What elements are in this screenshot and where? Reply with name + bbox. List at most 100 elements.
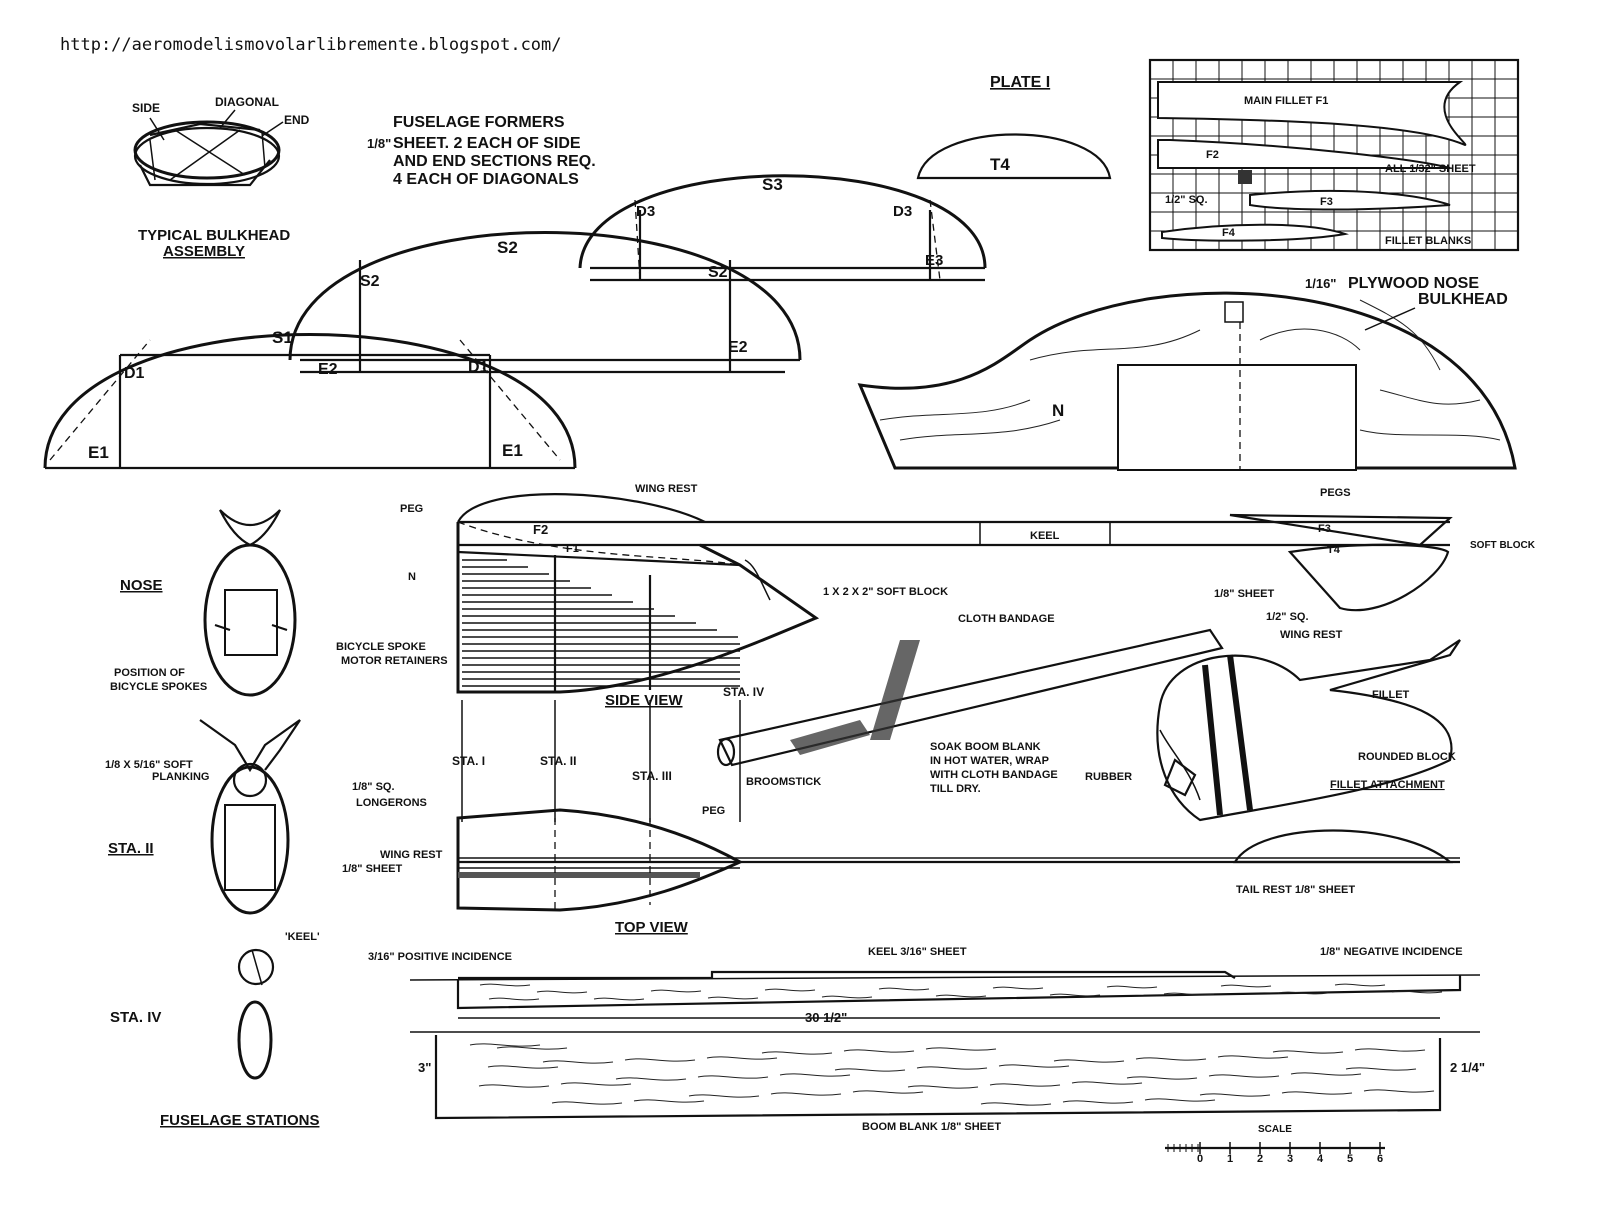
side-soft-block-label: SOFT BLOCK (1470, 540, 1536, 551)
former-arcs (43, 174, 987, 470)
formers-note: FUSELAGE FORMERS 1/8" SHEET. 2 EACH OF S… (367, 114, 596, 188)
former-e1-right: E1 (502, 441, 523, 460)
top-view: PEG WING REST 1/8" SHEET TAIL REST 1/8" … (342, 805, 1460, 936)
bulkhead-end-label: END (284, 113, 310, 127)
formers-line-2: AND END SECTIONS REQ. (393, 153, 596, 170)
longerons-label-1: 1/8" SQ. (352, 781, 395, 793)
station-keel-label: 'KEEL' (285, 931, 320, 943)
sta-3-label: STA. III (632, 769, 672, 783)
fillet-f3-label: F3 (1320, 196, 1333, 208)
bulkhead-side-label: SIDE (132, 101, 160, 115)
station-spokes-label-1: POSITION OF (114, 667, 185, 679)
cloth-bandage-label: CLOTH BANDAGE (958, 613, 1055, 625)
plate-title: PLATE I (990, 74, 1050, 91)
former-d1-right: D1 (468, 359, 489, 376)
side-f2-label: F2 (533, 522, 548, 537)
sta-2-label: STA. II (540, 754, 576, 768)
side-sheet-label: 1/8" SHEET (1214, 588, 1275, 600)
fillet-blanks-label: FILLET BLANKS (1385, 235, 1471, 247)
former-d3-right: D3 (893, 203, 912, 220)
scale-tick-label: 6 (1377, 1153, 1383, 1165)
formers-line-3: 4 EACH OF DIAGONALS (393, 171, 579, 188)
top-tail-rest: TAIL REST 1/8" SHEET (1236, 884, 1355, 896)
station-spokes-label-2: BICYCLE SPOKES (110, 681, 207, 693)
boom-blank: 3/16" POSITIVE INCIDENCE 1/8" NEGATIVE I… (368, 946, 1485, 1133)
station-planking-label-2: PLANKING (152, 771, 209, 783)
negative-incidence: 1/8" NEGATIVE INCIDENCE (1320, 946, 1463, 958)
side-wing-rest-label: WING REST (635, 483, 698, 495)
former-s2: S2 (497, 238, 518, 257)
formers-title: FUSELAGE FORMERS (393, 114, 565, 131)
stations-caption: FUSELAGE STATIONS (160, 1112, 319, 1129)
broomstick-label: BROOMSTICK (746, 776, 821, 788)
scale-tick-label: 2 (1257, 1153, 1263, 1165)
sta-4-label: STA. IV (723, 685, 764, 699)
soak-note-3: WITH CLOTH BANDAGE (930, 769, 1058, 781)
attach-rubber-label: RUBBER (1085, 771, 1132, 783)
side-view-caption: SIDE VIEW (605, 692, 683, 709)
former-e1-left: E1 (88, 443, 109, 462)
boom-blank-caption: BOOM BLANK 1/8" SHEET (862, 1121, 1001, 1133)
formers-line-1: SHEET. 2 EACH OF SIDE (393, 135, 581, 152)
keel-sheet-label: KEEL 3/16" SHEET (868, 946, 967, 958)
attach-wing-rest-label: WING REST (1280, 629, 1343, 641)
former-d3-left: D3 (636, 203, 655, 220)
fillet-attachment-sketch: WING REST FILLET ROUNDED BLOCK RUBBER FI… (1085, 629, 1461, 822)
attach-caption: FILLET ATTACHMENT (1330, 779, 1445, 791)
scale-tick-label: 3 (1287, 1153, 1293, 1165)
fillet-f4-label: F4 (1222, 227, 1236, 239)
source-url: http://aeromodelismovolarlibremente.blog… (60, 35, 562, 55)
former-d1-left: D1 (124, 365, 145, 382)
former-labels: S1 S2 S2 S2 S3 D1 D1 D3 D3 E1 E1 E2 E2 E… (88, 175, 943, 462)
scale-tick-label: 5 (1347, 1153, 1353, 1165)
fillet-main-label: MAIN FILLET F1 (1244, 95, 1328, 107)
typical-bulkhead-sketch: SIDE DIAGONAL END TYPICAL BULKHEAD ASSEM… (132, 95, 310, 260)
scale-label: SCALE (1258, 1124, 1292, 1135)
plywood-nose-bulkhead: N 1/16" PLYWOOD NOSE BULKHEAD (857, 275, 1517, 471)
boom-height-left: 3" (418, 1060, 431, 1075)
side-sq-label: 1/2" SQ. (1266, 611, 1309, 623)
side-keel-label: KEEL (1030, 530, 1060, 542)
formers-fraction: 1/8" (367, 136, 391, 151)
former-s2-left: S2 (360, 273, 380, 290)
station-nose-label: NOSE (120, 577, 163, 594)
top-wing-rest-2: 1/8" SHEET (342, 863, 403, 875)
side-pegs-label: PEGS (1320, 487, 1351, 499)
side-spoke-label-2: MOTOR RETAINERS (341, 655, 448, 667)
fillet-f2-label: F2 (1206, 149, 1219, 161)
former-s1: S1 (272, 328, 293, 347)
former-s2-right: S2 (708, 264, 728, 281)
nose-bulkhead-line-2: BULKHEAD (1418, 291, 1508, 308)
fuselage-stations: NOSE POSITION OF BICYCLE SPOKES 1/8 X 5/… (105, 509, 320, 1129)
fillet-blanks-grid: MAIN FILLET F1 F2 F3 F4 ALL 1/32" SHEET … (1148, 58, 1520, 252)
former-s3: S3 (762, 175, 783, 194)
nose-bulkhead-line-1: PLYWOOD NOSE (1348, 275, 1479, 292)
top-peg-label: PEG (702, 805, 725, 817)
nose-bulkhead-frac: 1/16" (1305, 276, 1336, 291)
soak-note-1: SOAK BOOM BLANK (930, 741, 1041, 753)
side-spoke-label-1: BICYCLE SPOKE (336, 641, 426, 653)
bulkhead-caption-2: ASSEMBLY (163, 243, 245, 260)
bulkhead-caption-1: TYPICAL BULKHEAD (138, 227, 290, 244)
scale-tick-label: 4 (1317, 1153, 1324, 1165)
side-n-label: N (408, 571, 416, 583)
station-2-label: STA. II (108, 840, 154, 857)
former-e2-right: E2 (728, 339, 748, 356)
station-4-label: STA. IV (110, 1009, 161, 1026)
side-block-label: 1 X 2 X 2" SOFT BLOCK (823, 586, 948, 598)
station-planking-label-1: 1/8 X 5/16" SOFT (105, 759, 193, 771)
top-wing-rest-1: WING REST (380, 849, 443, 861)
side-f3-label: F3 (1318, 523, 1331, 535)
side-t4-label: T4 (1327, 544, 1341, 556)
t4-part: T4 (916, 133, 1112, 180)
scale-tick-label: 0 (1197, 1153, 1203, 1165)
boom-length-label: 30 1/2" (805, 1010, 847, 1025)
fillet-sheet-label: ALL 1/32" SHEET (1385, 163, 1476, 175)
boom-wrap-sketch: CLOTH BANDAGE SOAK BOOM BLANK IN HOT WAT… (716, 613, 1224, 795)
positive-incidence: 3/16" POSITIVE INCIDENCE (368, 951, 512, 963)
t4-label: T4 (990, 155, 1010, 174)
former-e2-left: E2 (318, 361, 338, 378)
bulkhead-diagonal-label: DIAGONAL (215, 95, 279, 109)
